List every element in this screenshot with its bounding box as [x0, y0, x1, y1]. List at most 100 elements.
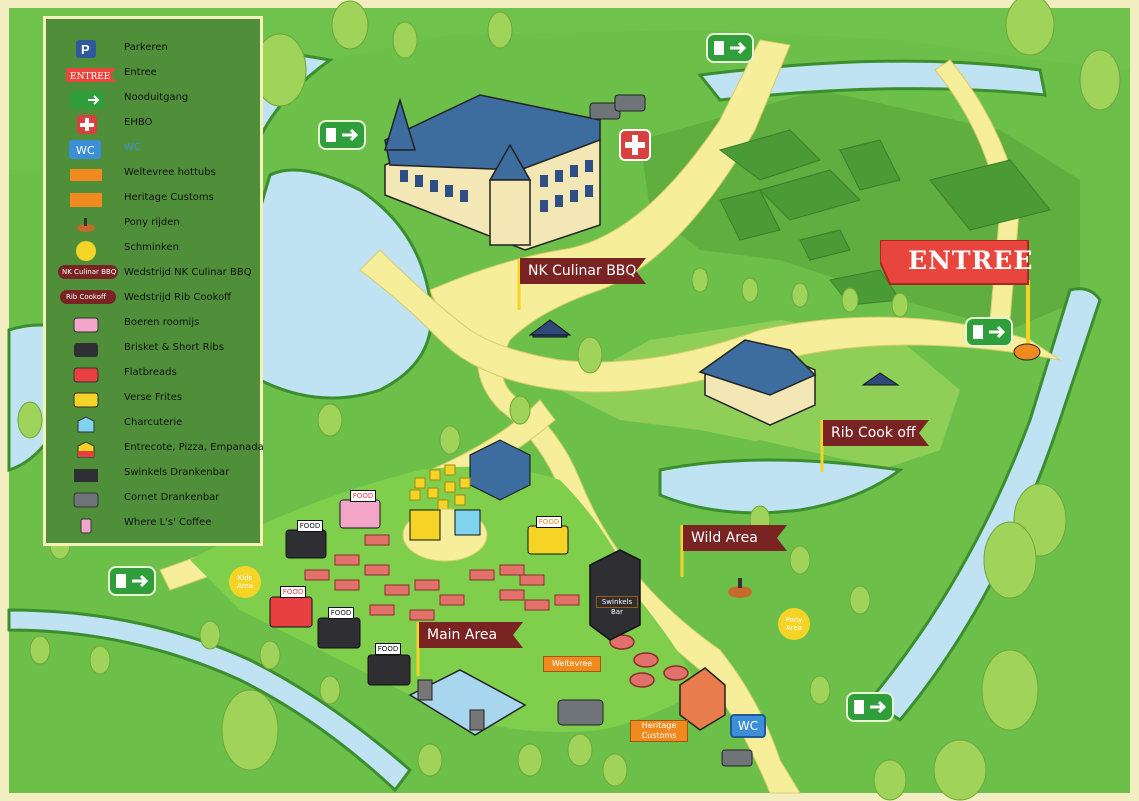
- entree-flag-label: ENTREE: [908, 246, 1034, 275]
- food-trucks: [269, 499, 569, 686]
- legend-item-brisket: Brisket & Short Ribs: [46, 339, 260, 361]
- legend-item-schminken: Schminken: [46, 239, 260, 261]
- nk-culinar-badge: NK Culinar BBQ: [58, 265, 118, 279]
- svg-text:WC: WC: [76, 144, 95, 157]
- legend-item-nk-culinar: NK Culinar BBQ Wedstrijd NK Culinar BBQ: [46, 264, 260, 286]
- legend-label: Swinkels Drankenbar: [124, 467, 230, 478]
- rib-cookoff-badge: Rib Cookoff: [60, 290, 116, 304]
- legend-label: Nooduitgang: [124, 92, 189, 103]
- picnic-tables: [304, 534, 580, 621]
- gray-truck-icon: [66, 490, 106, 510]
- nk-culinar-flag-label: NK Culinar BBQ: [528, 263, 637, 279]
- legend-item-entree: ENTREE Entree: [46, 64, 260, 86]
- castle-building: [383, 94, 601, 251]
- entree-flag: ENTREE: [880, 240, 1034, 286]
- entree-flag-base: [1013, 343, 1041, 361]
- legend-label: Cornet Drankenbar: [124, 492, 220, 503]
- pony-area-label: Pony Area: [785, 616, 803, 632]
- south-grass: [9, 600, 420, 793]
- first-aid-icon: [66, 115, 106, 135]
- stage-platform: [408, 669, 527, 736]
- first-aid-station: [619, 129, 651, 161]
- bar-icon: [66, 465, 106, 485]
- legend-item-nooduitgang: Nooduitgang: [46, 89, 260, 111]
- legend-label: Wedstrijd NK Culinar BBQ: [124, 267, 252, 278]
- main-path: [429, 39, 801, 794]
- parking-cars: [557, 94, 753, 767]
- legend-item-weltevree: Weltevree hottubs: [46, 164, 260, 186]
- emergency-exit-icon: [706, 33, 754, 63]
- pony-rider: [728, 578, 752, 598]
- hedge-maze: [718, 129, 1051, 306]
- legend-label: Brisket & Short Ribs: [124, 342, 224, 353]
- rib-cook-off-flag-label: Rib Cook off: [831, 425, 916, 441]
- legend-label: Charcuterie: [124, 417, 183, 428]
- legend-item-swinkels: Swinkels Drankenbar: [46, 464, 260, 486]
- yellow-stall-icon: [66, 440, 106, 460]
- wild-area-flag: Wild Area: [683, 525, 787, 551]
- legend-item-wc: WC WC: [46, 139, 260, 161]
- parking-icon: P: [66, 40, 106, 60]
- kids-area-marker: Kids Area: [229, 566, 261, 598]
- emergency-exit-icon: [108, 566, 156, 596]
- legend-item-flatbreads: Flatbreads: [46, 364, 260, 386]
- yellow-truck-icon: [66, 390, 106, 410]
- legend-label: EHBO: [124, 117, 153, 128]
- nk-culinar-flag: NK Culinar BBQ: [520, 258, 646, 284]
- swinkels-bar-sign: Swinkels Bar: [596, 596, 638, 616]
- legend-item-cornet: Cornet Drankenbar: [46, 489, 260, 511]
- legend-label: Entree: [124, 67, 157, 78]
- legend-label: Pony rijden: [124, 217, 180, 228]
- legend-item-heritage: Heritage Customs: [46, 189, 260, 211]
- legend-label: Schminken: [124, 242, 179, 253]
- main-area-flag-label: Main Area: [427, 627, 498, 643]
- legend-item-entrecote: Entrecote, Pizza, Empanada: [46, 439, 264, 461]
- wild-pond: [658, 458, 904, 515]
- coffee-icon: [66, 515, 106, 535]
- heritage-customs-sign: Heritage Customs: [630, 720, 688, 742]
- map-legend: P Parkeren ENTREE Entree Nooduitgang EHB…: [43, 16, 264, 546]
- weltevree-sign-icon: [66, 165, 106, 185]
- trees: [17, 0, 1121, 801]
- legend-label: Verse Frites: [124, 392, 183, 403]
- wc-sign: WC: [730, 714, 766, 738]
- legend-label: Parkeren: [124, 42, 168, 53]
- food-sign: FOOD: [375, 643, 401, 655]
- emergency-exit-icon: [66, 90, 106, 110]
- east-path: [359, 249, 1061, 393]
- hot-tubs: [609, 634, 689, 688]
- food-sign: FOOD: [536, 516, 562, 528]
- legend-label: Entrecote, Pizza, Empanada: [124, 442, 264, 453]
- svg-text:P: P: [81, 42, 90, 57]
- legend-label: Weltevree hottubs: [124, 167, 216, 178]
- legend-item-charcuterie: Charcuterie: [46, 414, 260, 436]
- red-truck-icon: [66, 365, 106, 385]
- main-area-flag: Main Area: [419, 622, 523, 648]
- legend-label: Heritage Customs: [124, 192, 214, 203]
- food-sign: FOOD: [297, 520, 323, 532]
- canal-east: [867, 287, 1102, 722]
- pony-area-marker: Pony Area: [778, 608, 810, 640]
- legend-item-pony: Pony rijden: [46, 214, 260, 236]
- svg-text:ENTREE: ENTREE: [70, 72, 110, 82]
- food-sign: FOOD: [328, 607, 354, 619]
- legend-label: Where L's' Coffee: [124, 517, 212, 528]
- wild-area-flag-label: Wild Area: [691, 530, 758, 546]
- tents: [469, 319, 900, 501]
- flag-poles: [416, 260, 824, 676]
- legend-label: WC: [124, 142, 141, 153]
- nk-culinar-badge-icon: NK Culinar BBQ: [58, 265, 118, 285]
- legend-label: Flatbreads: [124, 367, 177, 378]
- legend-label: Wedstrijd Rib Cookoff: [124, 292, 232, 303]
- pony-icon: [66, 215, 106, 235]
- weltevree-sign: Weltevree: [543, 656, 601, 672]
- face-paint-icon: [66, 240, 106, 261]
- swinkels-bar-building: [589, 549, 641, 641]
- emergency-exit-icon: [846, 692, 894, 722]
- food-sign: FOOD: [280, 586, 306, 598]
- black-truck-icon: [66, 340, 106, 360]
- heritage-sign-icon: [66, 190, 106, 210]
- emergency-exit-icon: [965, 317, 1013, 347]
- rib-building: [698, 339, 817, 426]
